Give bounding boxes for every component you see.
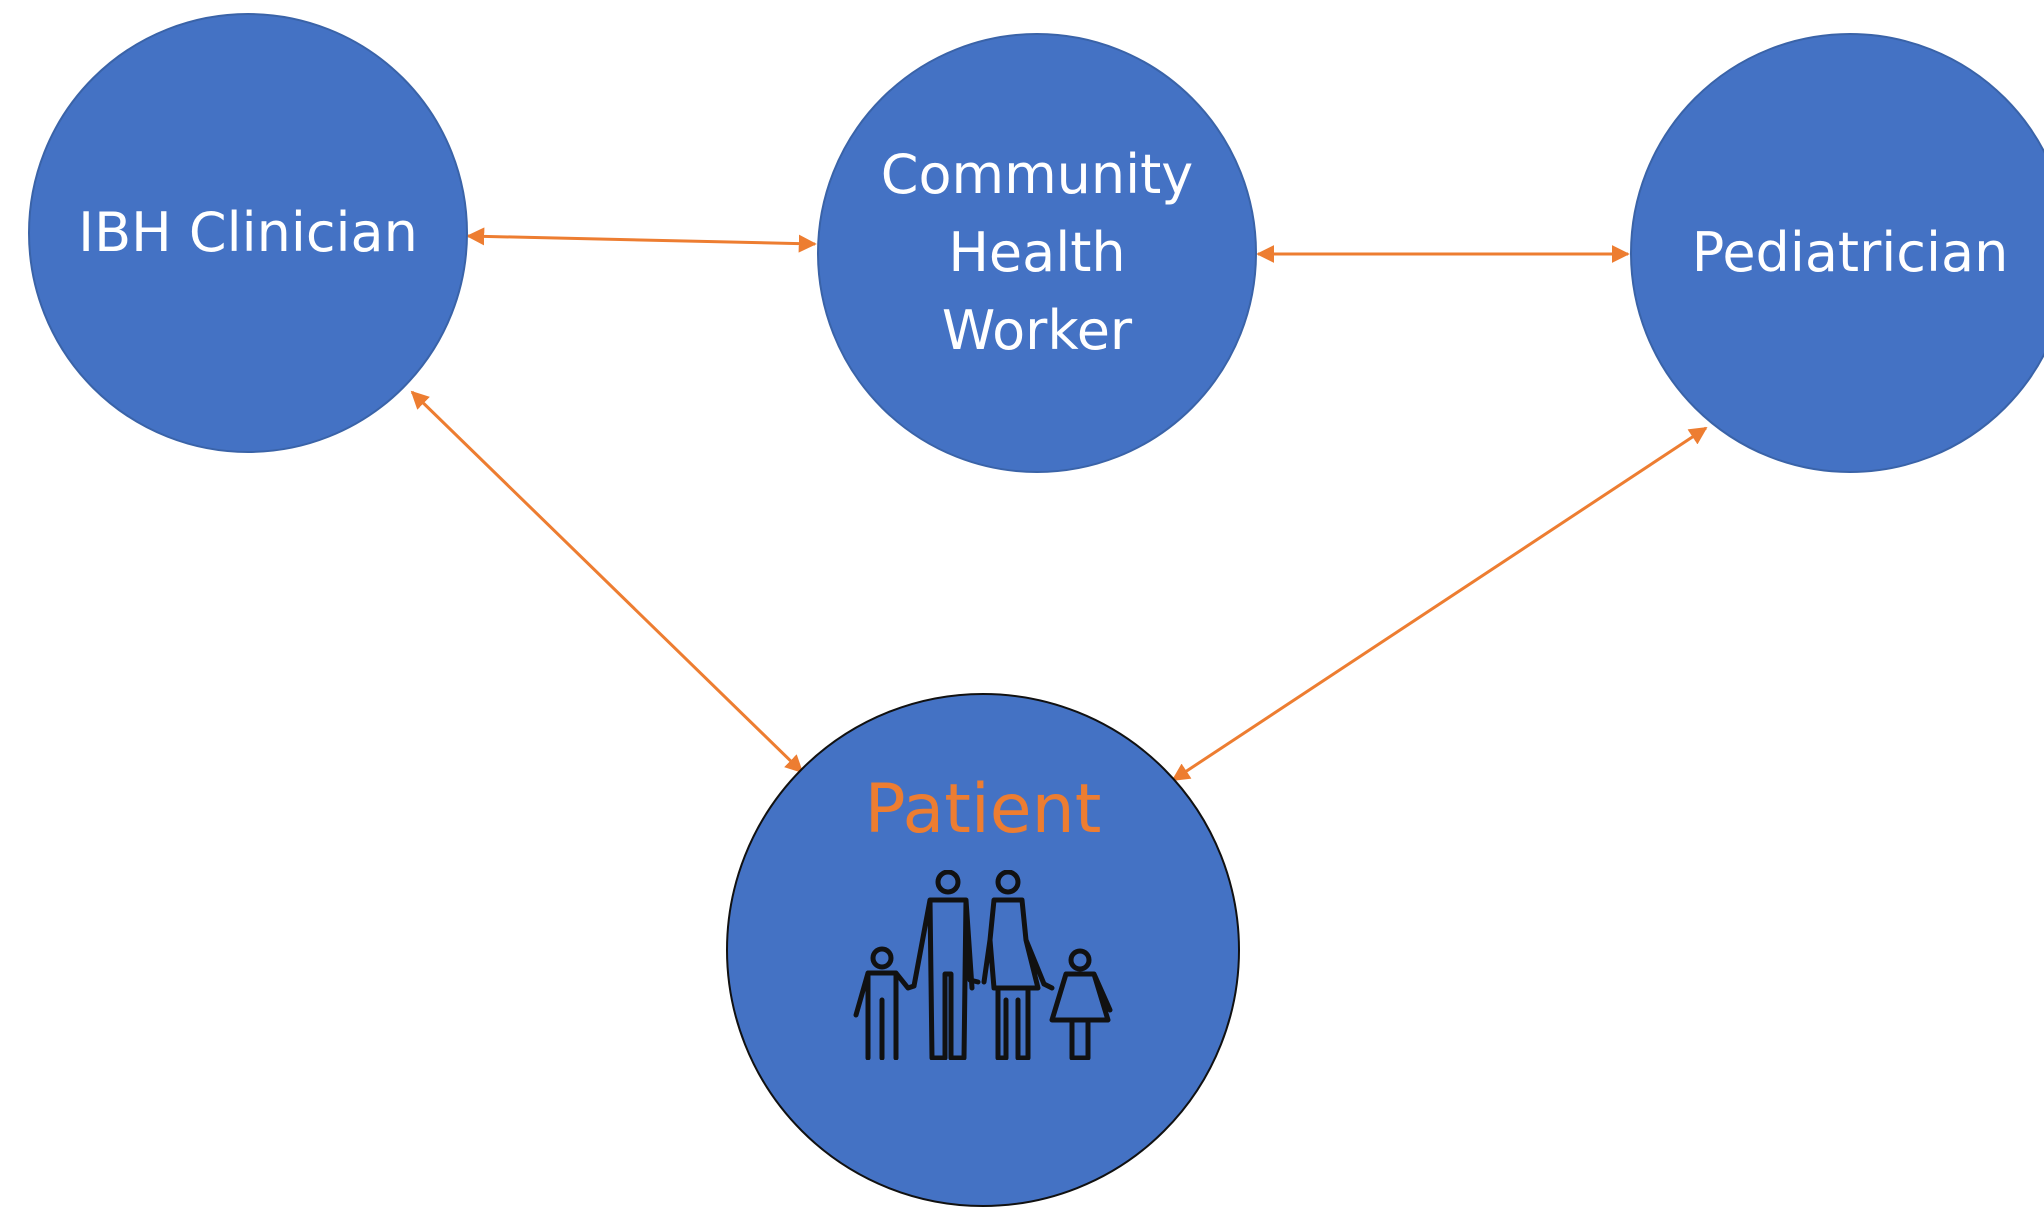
node-community-health-worker-label: Community Health Worker <box>881 136 1194 370</box>
node-ibh-clinician: IBH Clinician <box>28 13 468 453</box>
node-pediatrician: Pediatrician <box>1630 33 2044 473</box>
label-line-3: Worker <box>941 299 1133 362</box>
arrow-ped-patient <box>1171 426 1708 782</box>
node-community-health-worker: Community Health Worker <box>817 33 1257 473</box>
node-patient-label: Patient <box>864 770 1102 849</box>
node-pediatrician-label: Pediatrician <box>1691 221 2009 284</box>
arrow-ibh-chw <box>466 227 817 253</box>
family-icon <box>853 870 1113 1060</box>
node-patient: Patient <box>726 693 1240 1207</box>
arrow-ibh-patient <box>410 390 804 774</box>
label-line-1: Community <box>880 143 1194 206</box>
label-line-2: Health <box>948 221 1126 284</box>
node-ibh-clinician-label: IBH Clinician <box>78 201 418 264</box>
